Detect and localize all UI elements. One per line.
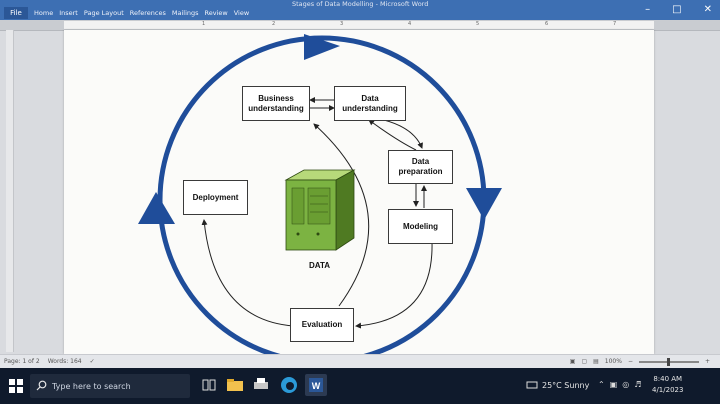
tab-home[interactable]: Home — [34, 9, 54, 17]
word-app-icon[interactable]: W — [305, 374, 327, 396]
status-right: ▣ ▢ ▤ 100% − + — [569, 357, 710, 366]
zoom-slider[interactable] — [638, 357, 699, 366]
data-label: DATA — [309, 261, 331, 270]
tab-mailings[interactable]: Mailings — [171, 9, 199, 17]
ruler-number: 4 — [408, 21, 412, 27]
full-screen-icon[interactable]: ▢ — [581, 358, 588, 365]
windows-start-icon[interactable] — [8, 378, 24, 394]
task-view-icon[interactable] — [198, 374, 220, 396]
ruler-number: 7 — [613, 21, 617, 27]
tab-view[interactable]: View — [233, 9, 250, 17]
ruler-band — [64, 21, 654, 29]
page-count[interactable]: Page: 1 of 2 — [4, 358, 40, 365]
ring-arrow-left-icon — [138, 192, 175, 224]
ring-arrow-top-icon — [304, 34, 340, 60]
arrow-du-to-prep — [383, 119, 423, 149]
printer-app-icon[interactable] — [250, 374, 272, 396]
svg-text:W: W — [312, 381, 321, 391]
clock-time: 8:40 AM — [653, 375, 683, 383]
window-controls: – □ ✕ — [645, 4, 712, 15]
ruler-number: 2 — [272, 21, 276, 27]
tab-insert[interactable]: Insert — [59, 9, 78, 17]
node-business-understanding[interactable]: Business understanding — [242, 86, 310, 121]
search-icon — [36, 380, 47, 391]
node-data-preparation[interactable]: Data preparation — [388, 150, 453, 184]
edge-browser-icon[interactable] — [278, 374, 300, 396]
clock-date: 4/1/2023 — [652, 386, 684, 394]
node-modeling[interactable]: Modeling — [388, 209, 453, 244]
cycle-diagram — [138, 34, 502, 354]
restore-icon[interactable]: □ — [672, 4, 682, 15]
weather-text: 25°C Sunny — [542, 380, 590, 390]
taskbar-clock[interactable]: 8:40 AM 4/1/2023 — [652, 374, 683, 396]
arrow-prep-to-du — [368, 119, 417, 151]
tab-review[interactable]: Review — [204, 9, 228, 17]
node-evaluation[interactable]: Evaluation — [290, 308, 354, 342]
zoom-out-icon[interactable]: − — [627, 358, 633, 365]
ribbon-tabs: Home Insert Page Layout References Maili… — [34, 9, 249, 17]
ring-arrow-right-icon — [466, 188, 502, 220]
ruler-number: 1 — [202, 21, 206, 27]
word-count[interactable]: Words: 164 — [47, 358, 82, 365]
zoom-level[interactable]: 100% — [604, 358, 622, 365]
file-tab[interactable]: File — [4, 7, 28, 19]
document-page[interactable]: Business understanding Data understandin… — [64, 30, 654, 354]
zoom-thumb[interactable] — [666, 357, 670, 366]
search-placeholder: Type here to search — [52, 381, 131, 391]
database-server-icon — [284, 169, 356, 251]
arrow-model-to-eval — [355, 241, 433, 329]
status-bar: Page: 1 of 2 Words: 164 ✓ ▣ ▢ ▤ 100% − + — [0, 354, 720, 369]
tab-references[interactable]: References — [129, 9, 166, 17]
close-icon[interactable]: ✕ — [703, 4, 712, 15]
volume-icon[interactable]: ♬ — [634, 380, 642, 389]
weather-widget[interactable]: 25°C Sunny — [526, 380, 589, 390]
taskbar: Type here to search W 25°C Sunny ⌃ ▣ ◎ ♬… — [0, 368, 720, 404]
web-layout-icon[interactable]: ▤ — [593, 358, 599, 365]
ruler-number: 3 — [340, 21, 344, 27]
arrow-eval-to-deploy — [201, 219, 295, 327]
chevron-up-icon[interactable]: ⌃ — [598, 380, 605, 389]
vertical-ruler[interactable] — [6, 30, 14, 352]
file-explorer-icon[interactable] — [224, 374, 246, 396]
minimize-icon[interactable]: – — [645, 4, 651, 15]
taskbar-search[interactable]: Type here to search — [30, 374, 190, 398]
node-deployment[interactable]: Deployment — [183, 180, 248, 215]
status-left: Page: 1 of 2 Words: 164 ✓ — [4, 358, 95, 365]
zoom-in-icon[interactable]: + — [704, 358, 710, 365]
title-bar: File Home Insert Page Layout References … — [0, 0, 720, 20]
tab-page-layout[interactable]: Page Layout — [83, 9, 124, 17]
ruler-number: 6 — [545, 21, 549, 27]
system-tray: ⌃ ▣ ◎ ♬ — [598, 380, 641, 389]
arrow-eval-to-bu — [313, 123, 370, 307]
sun-cloud-icon — [526, 381, 538, 389]
print-layout-icon[interactable]: ▣ — [569, 358, 576, 365]
node-data-understanding[interactable]: Data understanding — [334, 86, 406, 121]
network-icon[interactable]: ▣ — [609, 380, 618, 389]
ruler-number: 5 — [476, 21, 480, 27]
language-icon[interactable]: ◎ — [622, 380, 630, 389]
proofing-icon[interactable]: ✓ — [89, 358, 95, 365]
document-title: Stages of Data Modelling - Microsoft Wor… — [292, 0, 429, 8]
